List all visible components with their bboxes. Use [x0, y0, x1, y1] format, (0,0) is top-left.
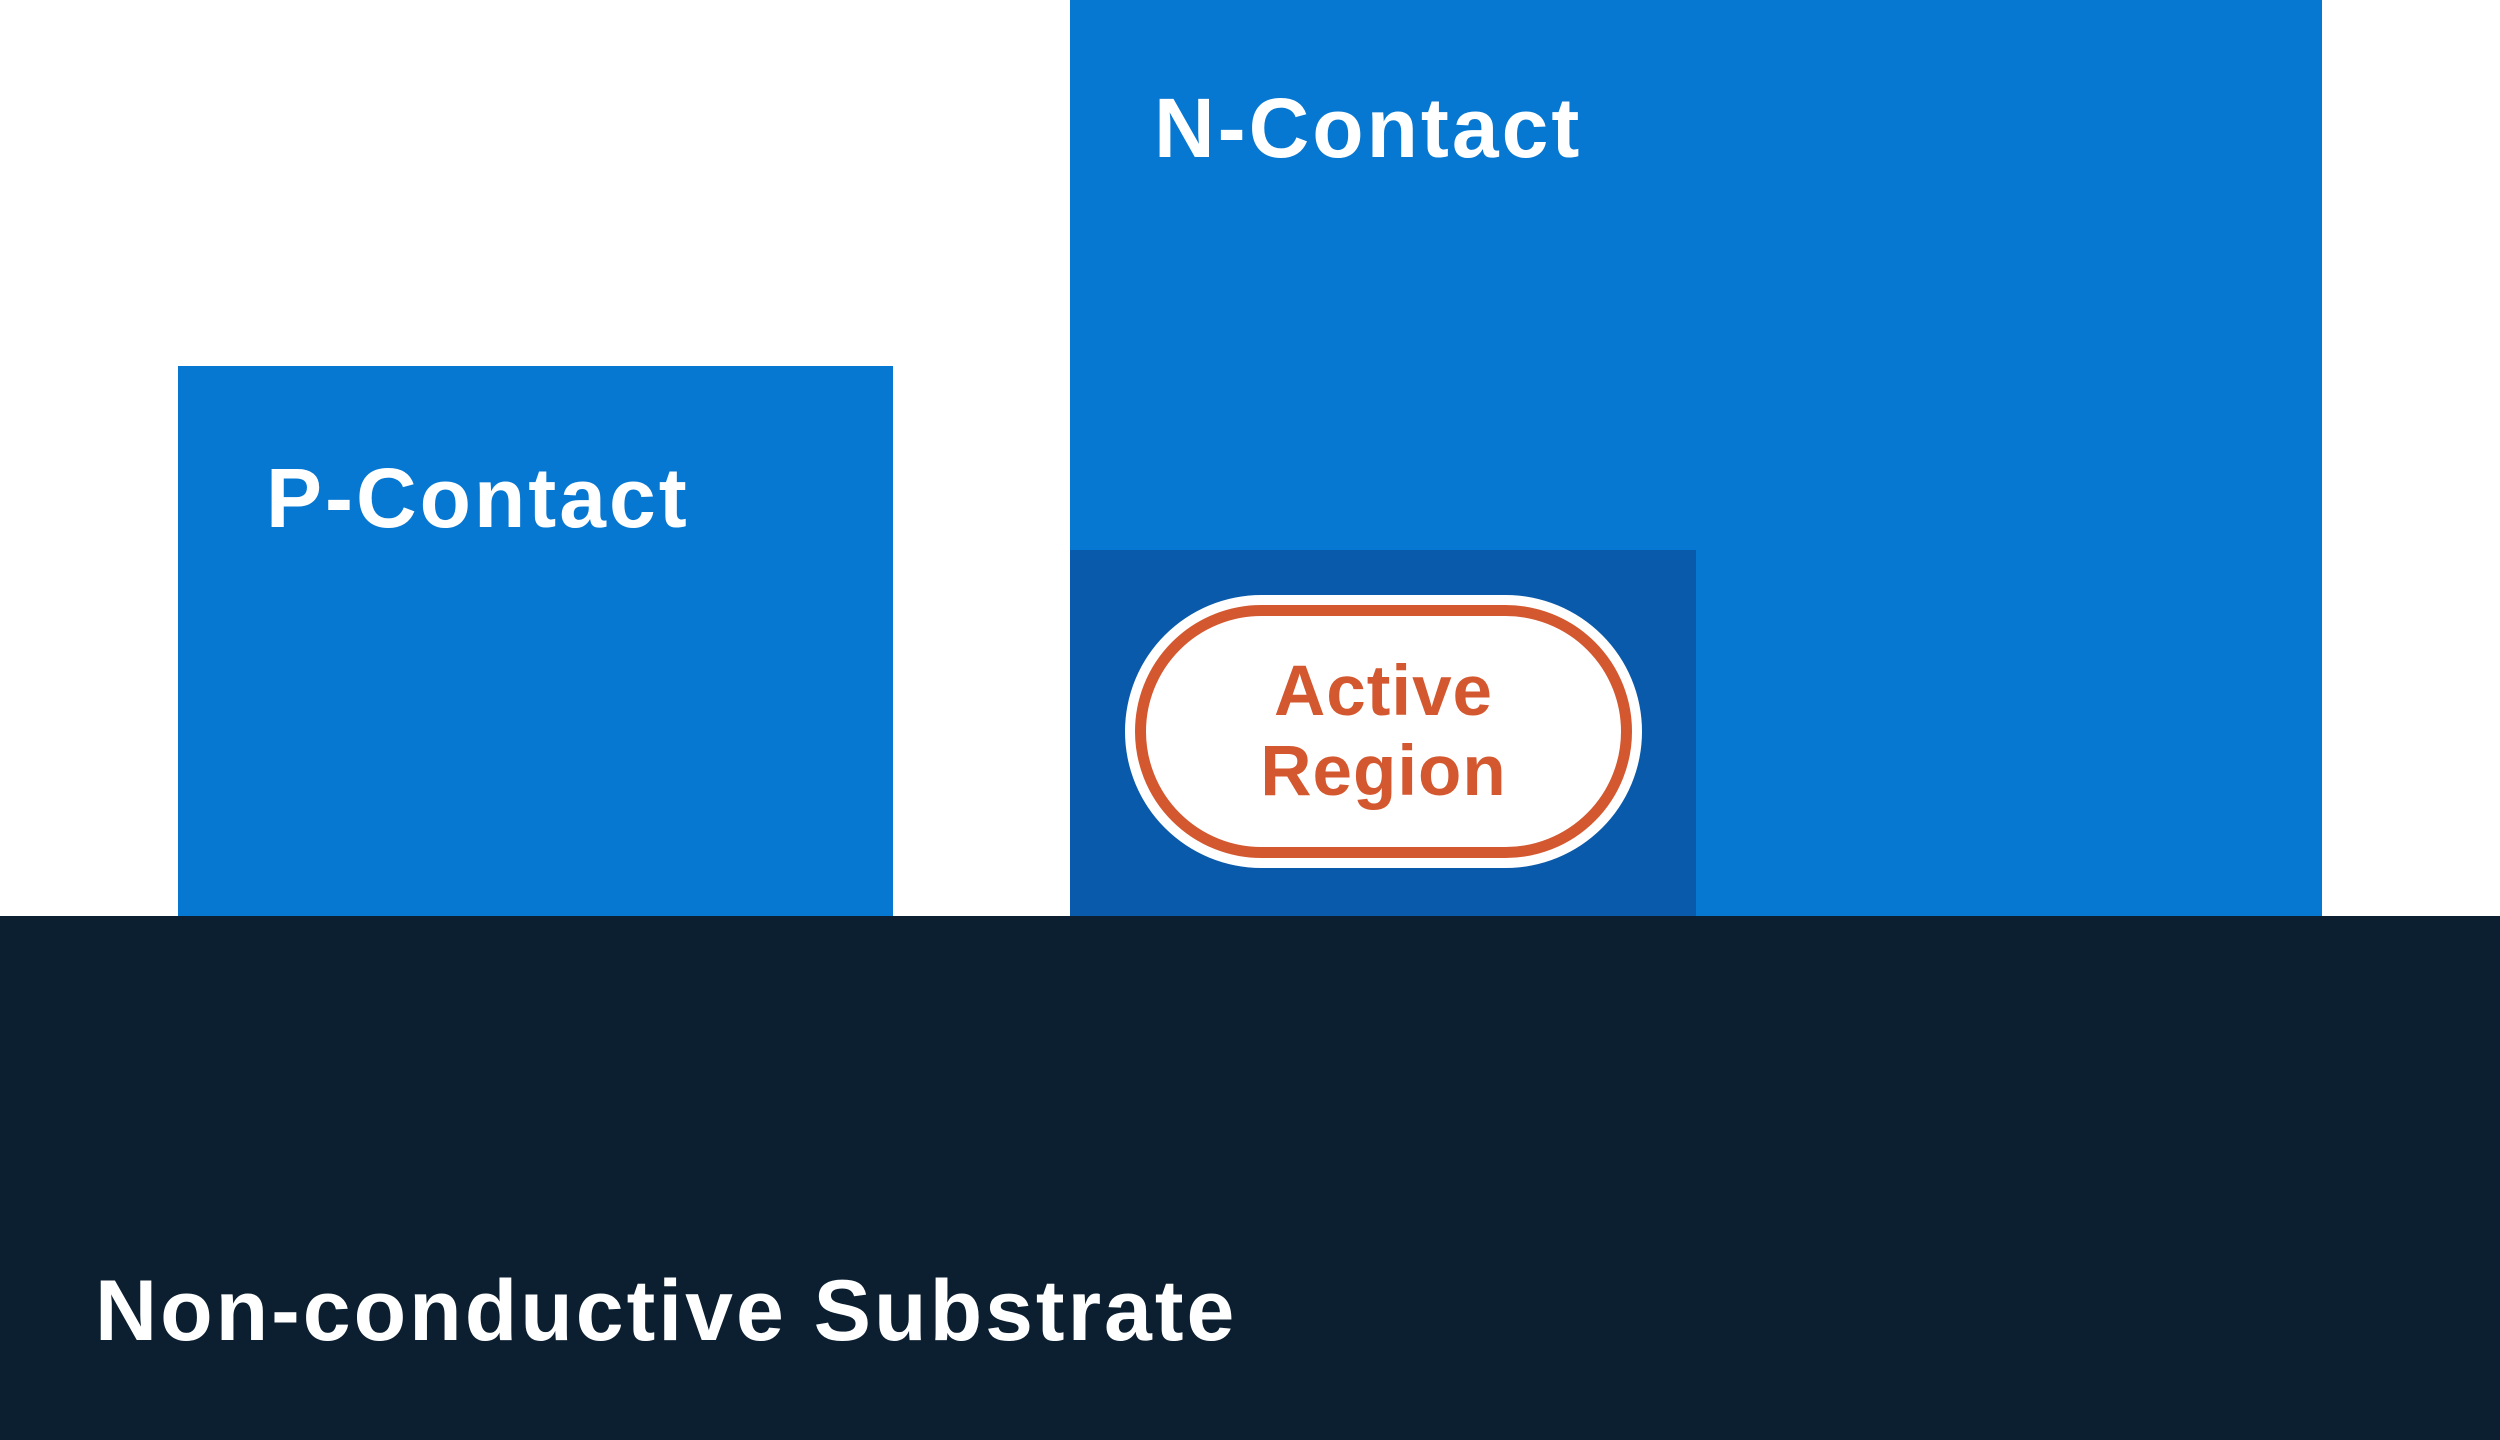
p-contact-region: P-Contact — [178, 366, 893, 916]
active-region-label-line1: Active — [1273, 651, 1494, 731]
active-region-badge: Active Region — [1125, 595, 1642, 868]
n-contact-label: N-Contact — [1154, 81, 1583, 175]
active-region-label: Active Region — [1260, 652, 1507, 812]
p-contact-label: P-Contact — [266, 451, 690, 545]
substrate-region: Non-conductive Substrate — [0, 916, 2500, 1440]
active-region-label-line2: Region — [1260, 731, 1507, 811]
substrate-label: Non-conductive Substrate — [95, 1263, 1238, 1359]
active-region-well: Active Region — [1070, 550, 1696, 916]
